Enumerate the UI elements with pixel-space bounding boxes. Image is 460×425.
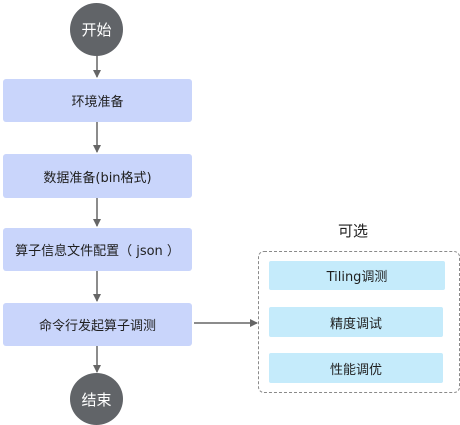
step-cmd-debug-label: 命令行发起算子调测	[38, 319, 156, 334]
start-node: 开始	[70, 3, 123, 56]
step-env-prep-label: 环境准备	[71, 95, 124, 110]
end-node: 结束	[70, 373, 123, 425]
optional-perf-tuning: 性能调优	[269, 353, 443, 383]
step-data-prep-label: 数据准备(bin格式)	[43, 170, 152, 186]
step-op-config: 算子信息文件配置（ json ）	[3, 228, 192, 271]
optional-tiling-debug: Tiling调测	[269, 261, 445, 290]
optional-perf-tuning-label: 性能调优	[329, 362, 382, 378]
optional-tiling-debug-label: Tiling调测	[326, 270, 388, 285]
step-env-prep: 环境准备	[3, 79, 192, 122]
end-label: 结束	[81, 390, 112, 409]
optional-precision-debug: 精度调试	[269, 307, 443, 337]
step-cmd-debug: 命令行发起算子调测	[3, 303, 192, 346]
step-data-prep: 数据准备(bin格式)	[3, 154, 192, 198]
optional-precision-debug-label: 精度调试	[329, 316, 382, 332]
optional-label: 可选	[338, 222, 369, 240]
step-op-config-label: 算子信息文件配置（ json ）	[15, 244, 180, 259]
start-label: 开始	[81, 21, 112, 39]
